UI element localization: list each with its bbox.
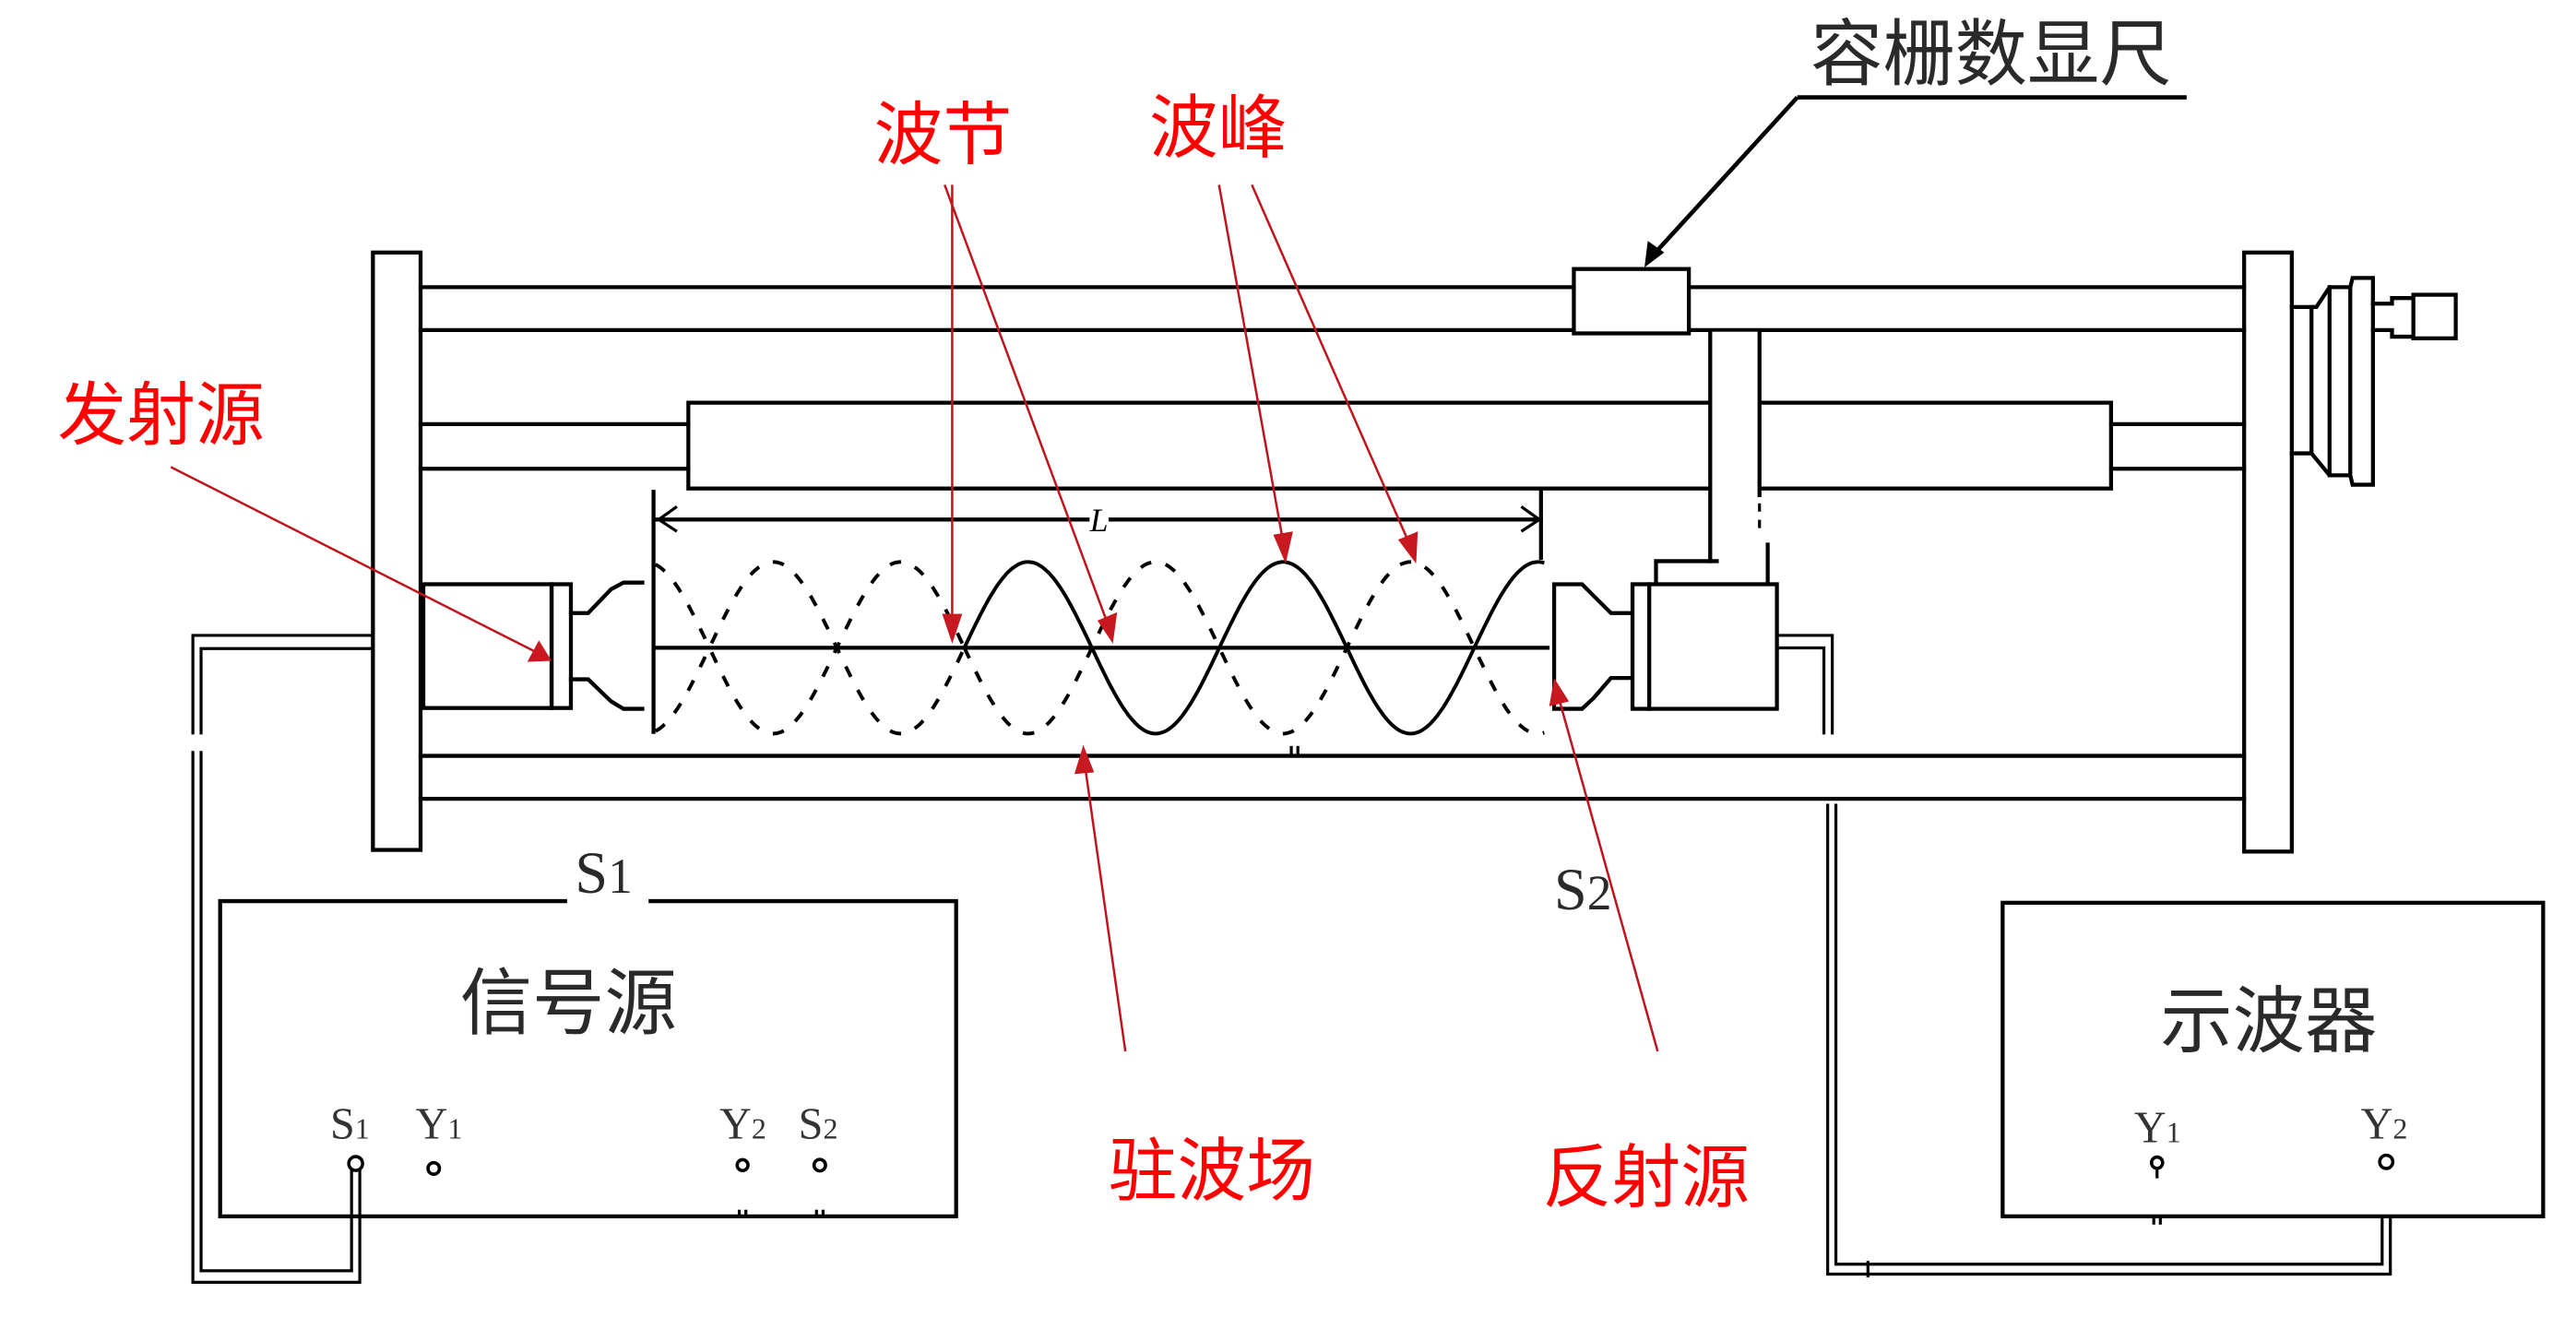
caliper-arrowhead [1644, 241, 1665, 267]
caliper-display-box [1572, 267, 1692, 336]
scale-rod [418, 400, 2247, 491]
handwheel-knob [2289, 276, 2458, 487]
length-dimension: L [653, 502, 1543, 539]
crest-pointer-arrowhead-2 [1397, 531, 1419, 564]
reflector-label: 反射源 [1543, 1137, 1750, 1218]
reflector-pointer-line [1556, 693, 1659, 1052]
oscilloscope-title: 示波器 [2160, 979, 2377, 1063]
node-pointer-arrowhead-1 [942, 613, 963, 644]
emitter-assembly [421, 580, 645, 711]
node-pointer-line-2 [944, 184, 1110, 628]
terminal-s2-jack[interactable] [812, 1157, 827, 1173]
emitter-cable [191, 634, 375, 1285]
frame [371, 250, 2458, 854]
wave-curve-negative [962, 560, 1545, 736]
emitter-body [421, 582, 554, 710]
crest-label: 波峰 [1149, 87, 1288, 168]
terminal-y2-jack[interactable] [735, 1157, 750, 1173]
carriage-post [1654, 329, 1770, 587]
port-s1-label: S1 [575, 840, 632, 906]
emitter-label: 发射源 [57, 374, 264, 456]
terminal-s1-jack[interactable] [347, 1155, 364, 1172]
caliper-label: 容栅数显尺 [1810, 12, 2172, 97]
field-pointer-arrowhead [1074, 744, 1095, 775]
bottom-guide-rod [418, 745, 2247, 801]
node-label: 波节 [874, 94, 1013, 175]
length-label: L [1089, 502, 1109, 539]
dimension-arrow-left [656, 505, 678, 533]
emitter-plate [550, 582, 574, 710]
emitter-horn-top [568, 580, 645, 615]
terminal-y1-jack[interactable] [426, 1160, 442, 1176]
terminal-label-y2: Y2 [719, 1100, 766, 1149]
dimension-arrow-right [1520, 505, 1542, 533]
emitter-pointer-arrowhead [527, 640, 552, 662]
osc-terminal-label-y2: Y2 [2361, 1100, 2408, 1149]
right-frame-post [2242, 250, 2294, 854]
oscilloscope: 示波器 Y1 Y2 [2000, 900, 2546, 1225]
terminal-label-y1: Y1 [416, 1100, 463, 1149]
crest-pointer-line-1 [1217, 184, 1286, 547]
terminal-label-s1: S1 [330, 1100, 370, 1149]
emitter-horn-bottom [568, 677, 645, 711]
crest-pointer-line-2 [1251, 184, 1413, 549]
annotations: 发射源 波节 波峰 驻波场 反射源 [57, 87, 1750, 1217]
scale-cylinder [686, 400, 2114, 491]
reflector-pointer-arrowhead [1549, 678, 1570, 706]
reflector-body [1647, 582, 1779, 711]
reflector-plate [1630, 582, 1652, 711]
oscilloscope-box [2000, 900, 2546, 1218]
crest-pointer-arrowhead-1 [1273, 531, 1293, 564]
node-pointer-arrowhead-2 [1097, 611, 1118, 644]
signal-source: 信号源 S1 Y1 Y2 S2 [218, 898, 958, 1218]
field-pointer-line [1083, 760, 1127, 1052]
standing-wave-field: L [651, 490, 1550, 736]
left-frame-post [371, 250, 423, 852]
caliper-annotation: 容栅数显尺 [1644, 12, 2187, 267]
top-guide-rod [418, 285, 2247, 333]
emitter-pointer-line [170, 466, 543, 657]
wave-curves [654, 560, 1545, 736]
signal-source-terminals: S1 Y1 Y2 S2 [330, 1100, 837, 1216]
osc-terminal-label-y1: Y1 [2134, 1103, 2181, 1152]
reflector-assembly [1551, 582, 1779, 711]
osc-terminal-y1-jack[interactable] [2149, 1155, 2165, 1170]
standing-wave-field-label: 驻波场 [1109, 1130, 1315, 1211]
knob-cap [2411, 292, 2458, 340]
signal-source-title: 信号源 [460, 961, 677, 1046]
osc-terminal-y2-jack[interactable] [2378, 1153, 2395, 1170]
reflector-horn [1551, 582, 1635, 711]
port-s2-label: S2 [1554, 857, 1611, 922]
terminal-label-s2: S2 [799, 1100, 838, 1149]
wave-curve-positive [962, 560, 1545, 736]
caliper-leader-line [1647, 96, 1799, 261]
